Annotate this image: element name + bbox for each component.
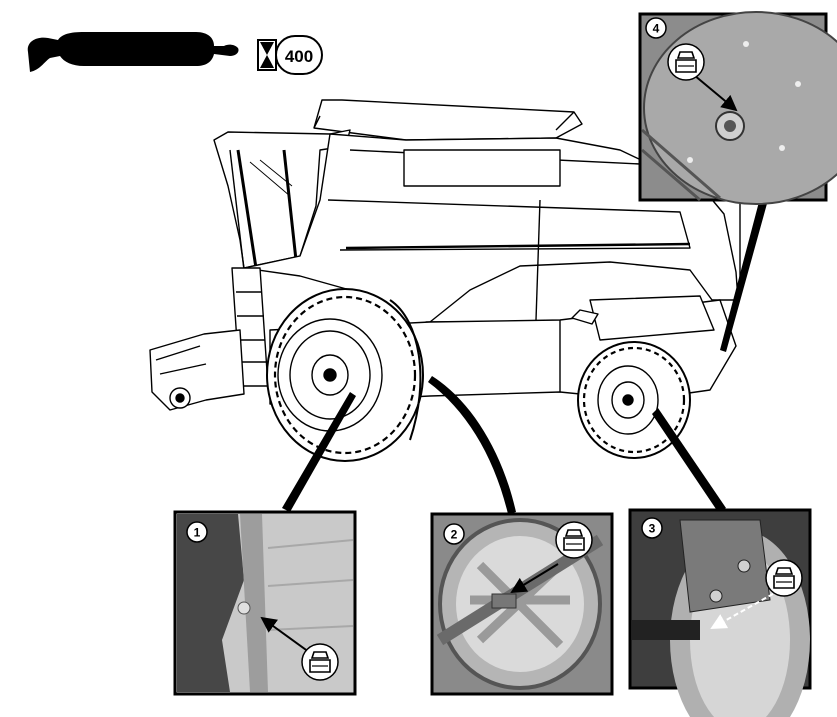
grease-gun-icon — [27, 32, 239, 72]
front-wheel — [266, 288, 424, 462]
grease-fitting-icon — [555, 521, 593, 559]
svg-text:1: 1 — [194, 526, 201, 540]
svg-text:2: 2 — [451, 528, 458, 542]
inset-photo-3: 3 — [628, 508, 812, 717]
svg-text:3: 3 — [649, 522, 656, 536]
hourglass-icon — [257, 39, 277, 71]
inset-photo-2: 2 — [430, 512, 614, 696]
leader-lines — [282, 198, 768, 514]
inset-photo-1: 1 — [173, 510, 357, 696]
inset-photo-4: 4 — [638, 11, 837, 205]
grease-fitting-icon — [301, 643, 339, 681]
grease-fitting-icon — [765, 559, 803, 597]
combine-harvester-illustration — [149, 99, 741, 462]
svg-text:4: 4 — [653, 22, 660, 36]
rear-wheel — [577, 341, 691, 459]
grease-fitting-icon — [667, 43, 705, 81]
service-interval: 400 — [275, 35, 323, 75]
svg-text:400: 400 — [285, 47, 313, 66]
